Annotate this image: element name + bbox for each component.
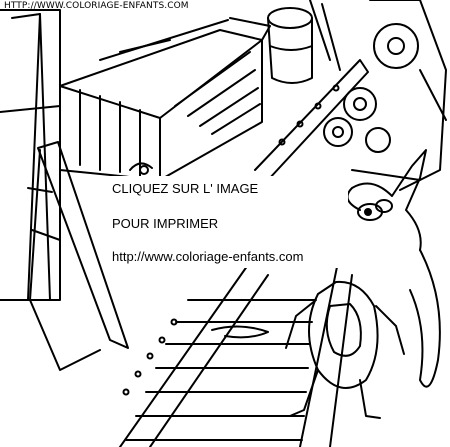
wooden-crate-drawing [59, 17, 271, 181]
cartoon-creature-drawing [285, 149, 441, 419]
tilted-frame-drawing [27, 141, 129, 371]
site-url-caption[interactable]: http://www.coloriage-enfants.com [112, 249, 304, 264]
site-url-watermark[interactable]: HTTP://WWW.COLORIAGE-ENFANTS.COM [4, 1, 189, 11]
rail-track-drawing [119, 261, 353, 447]
peeking-creature-drawing [129, 162, 153, 175]
diagonal-beam-drawing [254, 59, 369, 181]
machinery-drawing [309, 0, 447, 191]
click-image-caption[interactable]: CLIQUEZ SUR L' IMAGE [112, 181, 259, 196]
print-caption[interactable]: POUR IMPRIMER [112, 216, 219, 231]
caption-background[interactable] [102, 176, 348, 268]
left-wall-drawing [0, 9, 61, 301]
barrel-drawing [267, 7, 313, 84]
